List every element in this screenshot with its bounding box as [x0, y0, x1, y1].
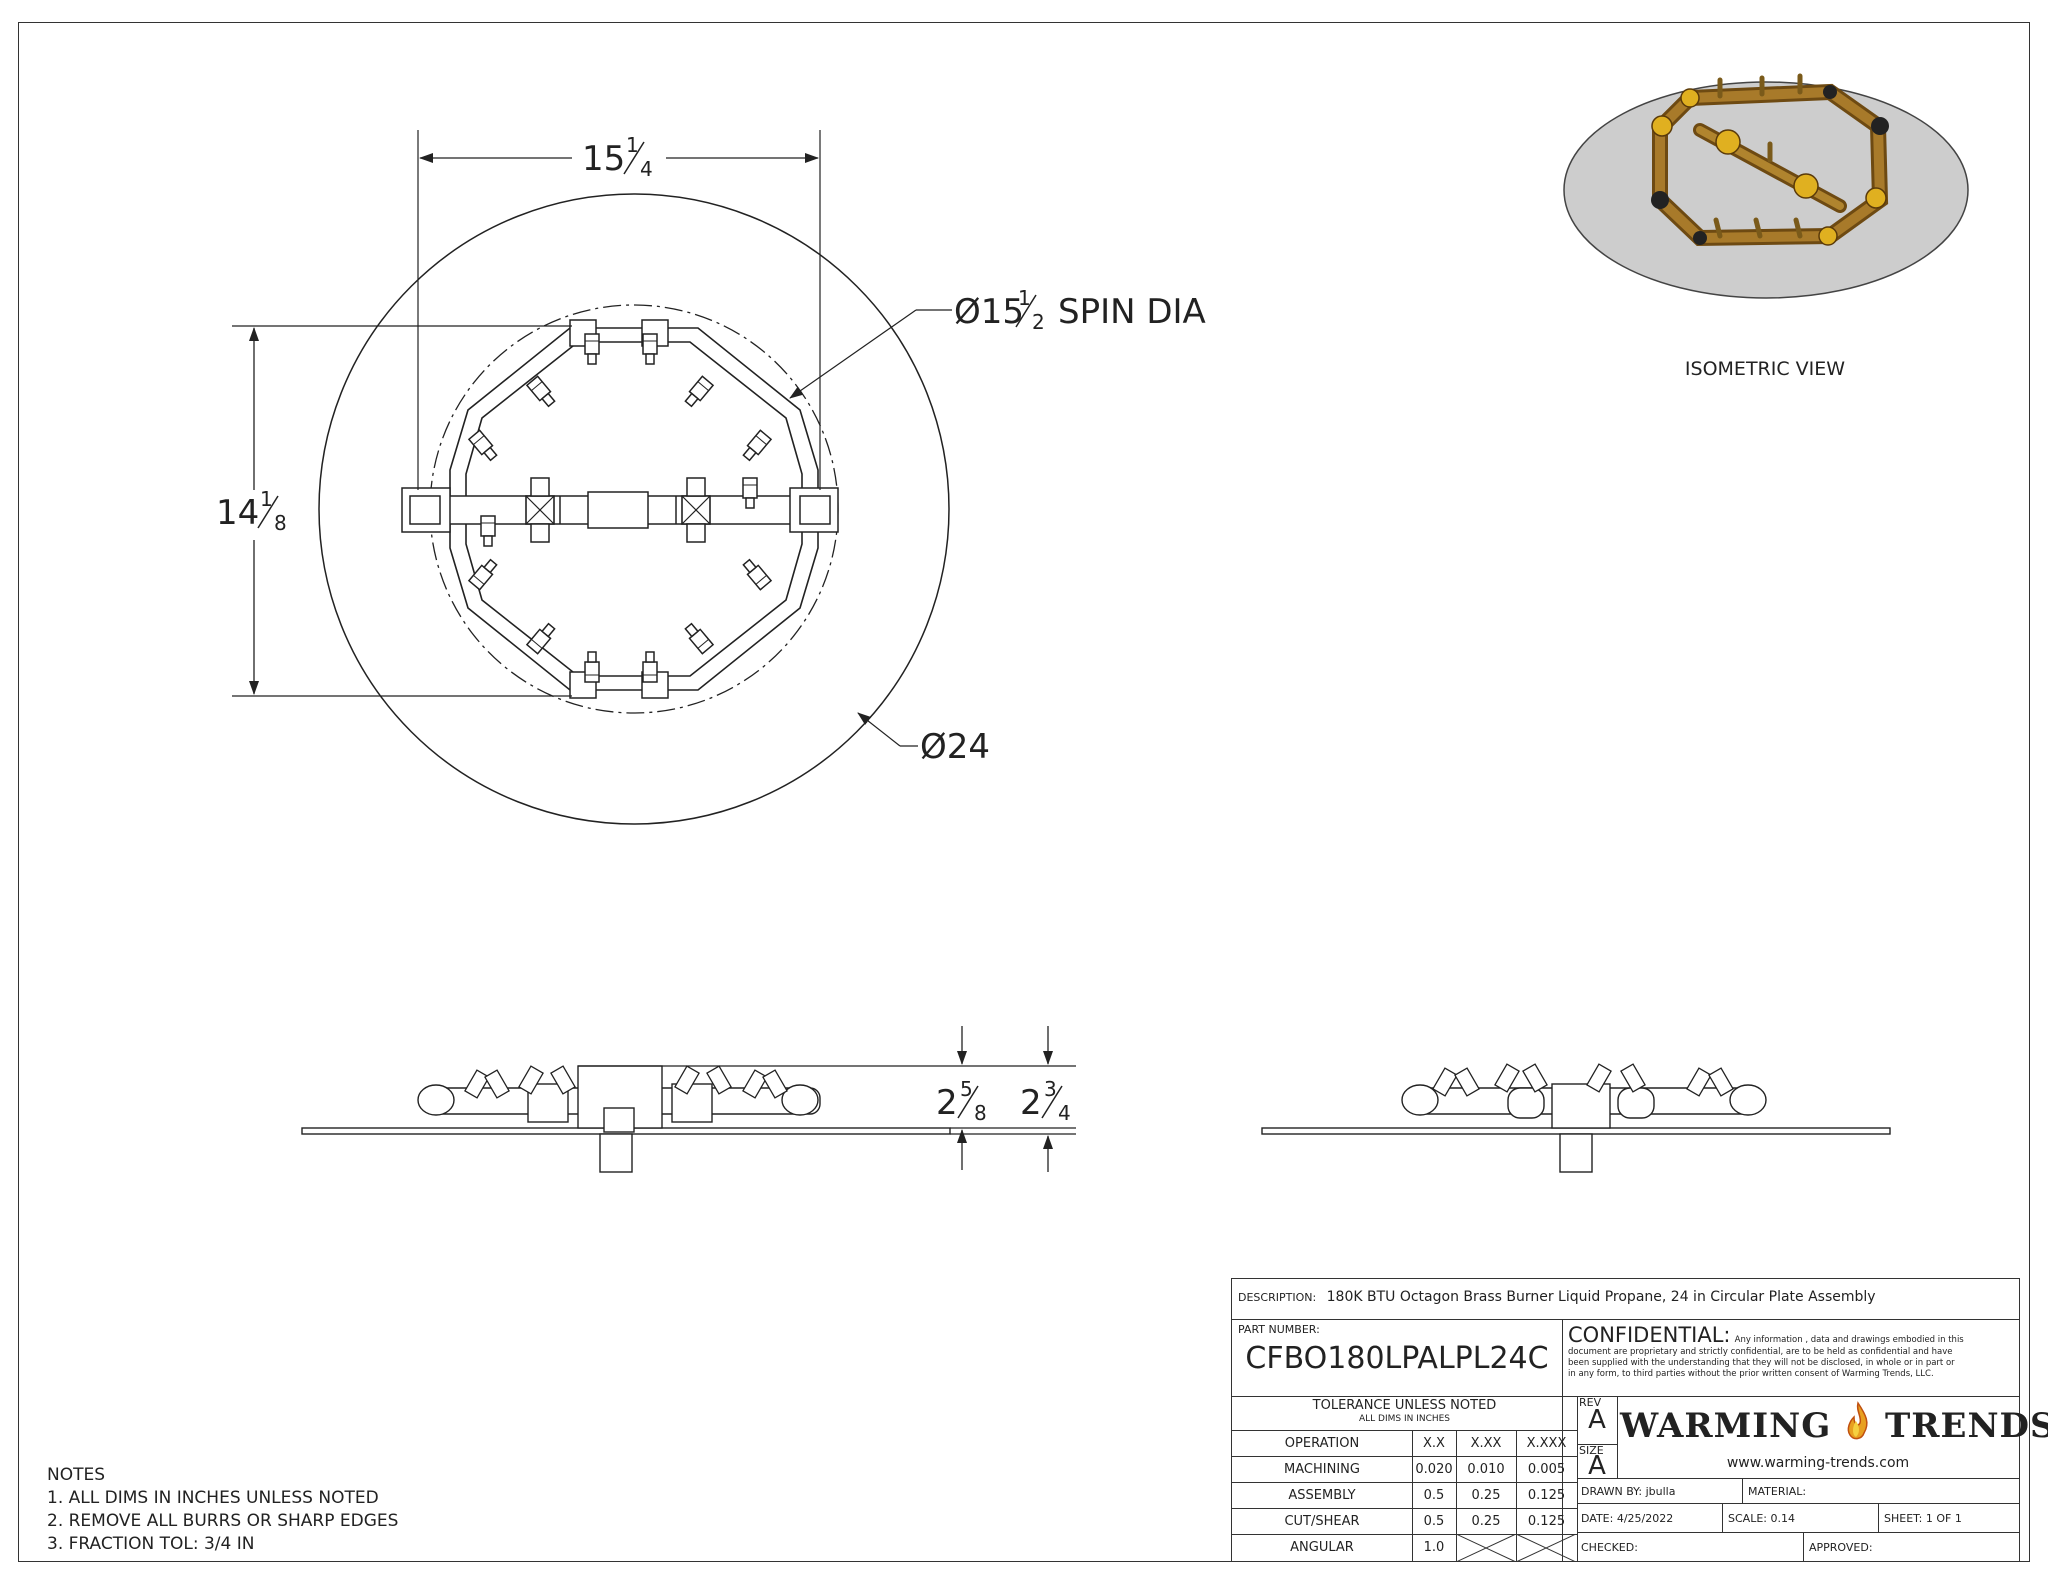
drawn-by: DRAWN BY: jbulla [1581, 1485, 1676, 1498]
tol-header-x: X.X [1423, 1436, 1445, 1451]
octagon-burner [449, 327, 819, 691]
plate-outline [318, 193, 950, 825]
flame-icon [1847, 1401, 1868, 1440]
tol-row-value: 0.5 [1423, 1514, 1445, 1529]
total-height-whole: 2 [1020, 1083, 1042, 1123]
burner-height-num: 5 [960, 1077, 973, 1101]
sheet-number: SHEET: 1 OF 1 [1884, 1512, 1962, 1525]
tol-row-value: 0.005 [1527, 1462, 1566, 1477]
tol-header-operation: OPERATION [1284, 1436, 1360, 1451]
size-value: A [1588, 1451, 1606, 1481]
plate-dia-label: Ø24 [920, 727, 990, 767]
notes-title: NOTES [47, 1465, 106, 1485]
company-website: www.warming-trends.com [1726, 1455, 1910, 1471]
total-height-num: 3 [1044, 1077, 1057, 1101]
description-label: DESCRIPTION: [1238, 1291, 1317, 1304]
note-item: 2. REMOVE ALL BURRS OR SHARP EDGES [47, 1511, 399, 1531]
tol-header-xx: X.XX [1470, 1436, 1502, 1451]
description-value: 180K BTU Octagon Brass Burner Liquid Pro… [1326, 1289, 1876, 1305]
spin-dia-den: 2 [1032, 310, 1045, 334]
title-block: DESCRIPTION: 180K BTU Octagon Brass Burn… [1231, 1278, 2048, 1562]
material-label: MATERIAL: [1748, 1485, 1807, 1498]
isometric-view [1563, 73, 1969, 299]
tol-row-label: ANGULAR [1290, 1540, 1354, 1555]
spin-dia-suffix: SPIN DIA [1058, 292, 1206, 332]
height-dim-whole: 14 [216, 493, 259, 533]
side-view-front: 2 5 8 2 3 4 [301, 1026, 1076, 1173]
spin-dia-prefix: Ø15 [954, 292, 1024, 332]
checked-label: CHECKED: [1581, 1541, 1638, 1554]
drawing-border [18, 22, 2030, 1562]
spin-dia-num: 1 [1018, 286, 1031, 310]
logo-text-right: TRENDS [1885, 1406, 2048, 1446]
tol-row-value: 0.25 [1471, 1514, 1501, 1529]
note-item: 1. ALL DIMS IN INCHES UNLESS NOTED [47, 1488, 379, 1508]
burner-height-whole: 2 [936, 1083, 958, 1123]
rev-label: REV [1579, 1396, 1602, 1409]
tolerance-title: TOLERANCE UNLESS NOTED [1312, 1398, 1497, 1413]
approved-label: APPROVED: [1809, 1541, 1873, 1554]
tol-row-label: CUT/SHEAR [1284, 1514, 1360, 1529]
confidential-title: CONFIDENTIAL: [1568, 1323, 1731, 1347]
total-height-den: 4 [1058, 1101, 1071, 1125]
tol-row-value: 1.0 [1423, 1540, 1445, 1555]
confidential-text: Any information , data and drawings embo… [1734, 1335, 1964, 1345]
notes-block: NOTES 1. ALL DIMS IN INCHES UNLESS NOTED… [47, 1464, 398, 1556]
tol-row-value: 0.5 [1423, 1488, 1445, 1503]
tol-row-label: MACHINING [1284, 1462, 1360, 1477]
width-dim-num: 1 [626, 133, 639, 157]
description-row: DESCRIPTION: 180K BTU Octagon Brass Burn… [1238, 1289, 2018, 1305]
burner-height-den: 8 [974, 1101, 987, 1125]
logo-text-left: WARMING [1620, 1406, 1832, 1446]
tol-header-xxx: X.XXX [1526, 1436, 1567, 1451]
drawing-date: DATE: 4/25/2022 [1581, 1512, 1674, 1525]
drawing-scale: SCALE: 0.14 [1728, 1512, 1795, 1525]
tol-row-value: 0.020 [1415, 1462, 1453, 1477]
isometric-view-label: ISOMETRIC VIEW [1684, 358, 1846, 380]
rev-value: A [1588, 1405, 1606, 1435]
part-number-label: PART NUMBER: [1238, 1323, 1320, 1336]
width-dim-den: 4 [640, 157, 653, 181]
part-number: CFBO180LPALPL24C [1245, 1341, 1549, 1376]
height-dim-den: 8 [274, 511, 287, 535]
confidential-block: CONFIDENTIAL: Any information , data and… [1568, 1323, 2016, 1380]
tol-row-value: 0.125 [1527, 1488, 1566, 1503]
company-logo: WARMING TRENDS® [1620, 1401, 2048, 1451]
top-view: 15 1 4 14 1 8 Ø15 1 2 SPIN DIA Ø24 [216, 130, 1206, 825]
confidential-text: been supplied with the understanding tha… [1568, 1358, 1955, 1368]
angular-na-cells [1456, 1534, 1576, 1562]
size-label: SIZE [1579, 1444, 1604, 1457]
iso-plate [1563, 81, 1969, 299]
note-item: 3. FRACTION TOL: 3/4 IN [47, 1534, 255, 1554]
width-dim-whole: 15 [582, 139, 625, 179]
confidential-text: in any form, to third parties without th… [1568, 1369, 1934, 1379]
tol-row-value: 0.125 [1527, 1514, 1566, 1529]
height-dim-num: 1 [260, 487, 273, 511]
tol-row-value: 0.010 [1467, 1462, 1505, 1477]
confidential-text: document are proprietary and strictly co… [1568, 1347, 1953, 1357]
tolerance-subtitle: ALL DIMS IN INCHES [1358, 1414, 1451, 1424]
tol-row-value: 0.25 [1471, 1488, 1501, 1503]
side-view-right [1261, 1063, 1891, 1173]
tol-row-label: ASSEMBLY [1288, 1488, 1356, 1503]
